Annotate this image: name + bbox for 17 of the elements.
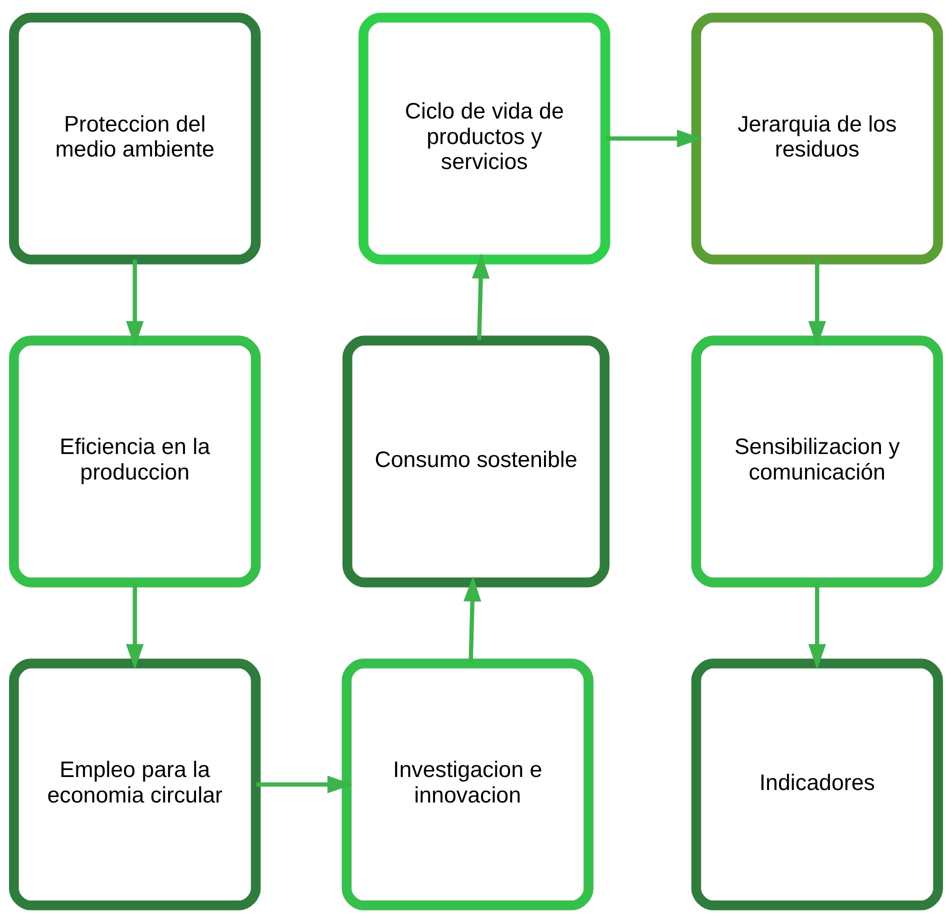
arrow — [606, 129, 702, 147]
node-box: Sensibilizacion y comunicación — [691, 335, 943, 587]
node-box: Empleo para la economia circular — [9, 658, 261, 910]
node-box: Consumo sostenible — [342, 335, 610, 587]
arrow — [808, 259, 826, 346]
arrow — [472, 252, 490, 340]
node-box: Eficiencia en la produccion — [9, 335, 261, 587]
arrow — [808, 582, 826, 669]
node-box: Ciclo de vida de productos y servicios — [358, 12, 610, 264]
arrow — [256, 775, 353, 793]
node-box: Investigacion e innovacion — [342, 658, 594, 910]
arrow — [126, 259, 144, 346]
node-box: Proteccion del medio ambiente — [9, 12, 261, 264]
arrow — [464, 576, 482, 663]
node-box: Indicadores — [691, 658, 943, 910]
node-box: Jerarquia de los residuos — [691, 12, 943, 264]
arrow — [126, 582, 144, 669]
